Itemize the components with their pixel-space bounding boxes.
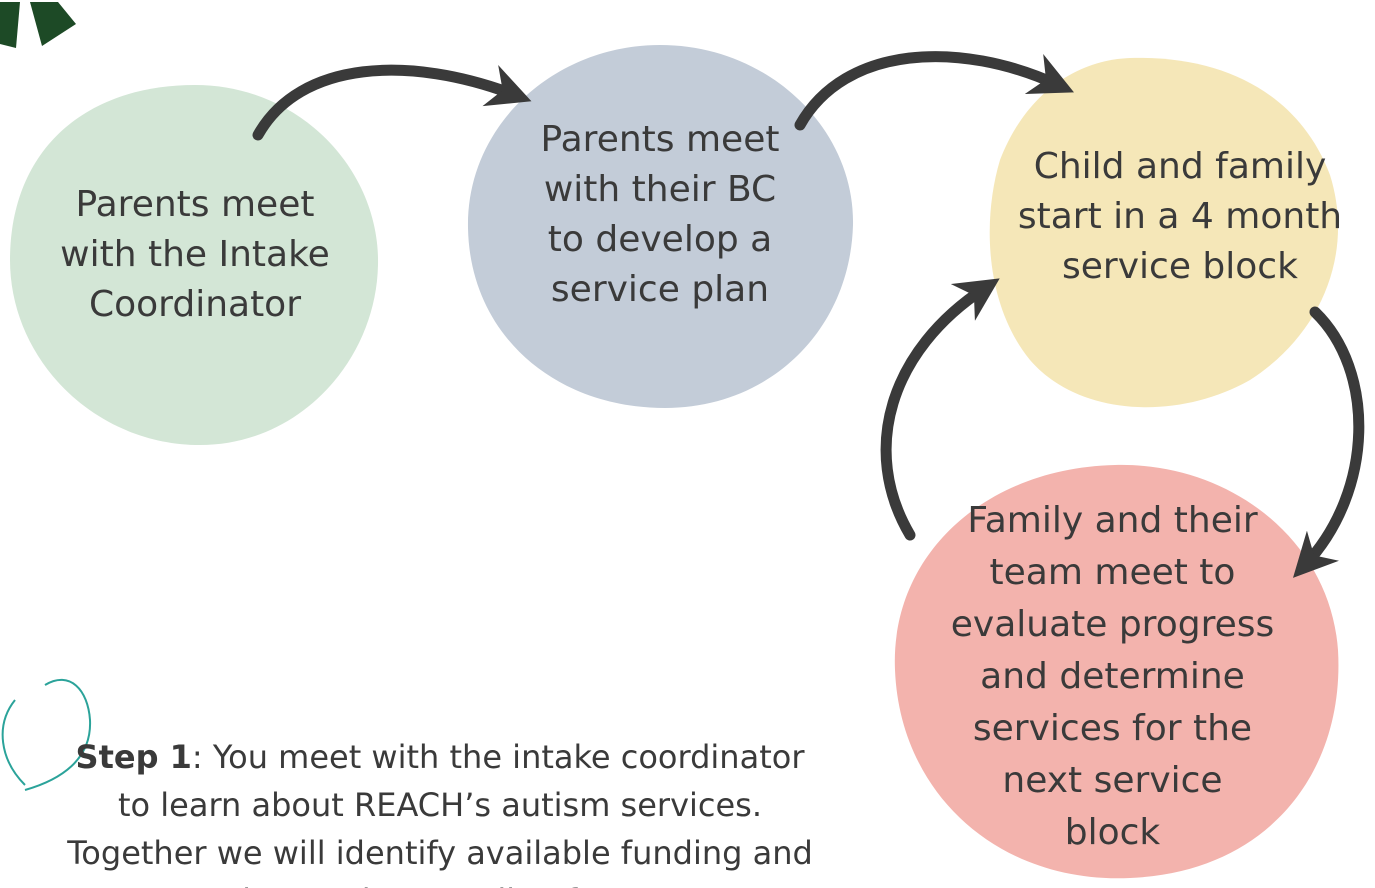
step-1-text: Parents meet with the Intake Coordinator [25, 180, 365, 330]
step-4-line: services for the [972, 708, 1253, 749]
step-1-blob [10, 85, 379, 445]
step-description-text: : You meet with the intake coordinator [191, 738, 805, 776]
step-4-line: next service [1002, 760, 1223, 801]
step-label: Step 1 [75, 738, 192, 776]
step-1-line: Coordinator [88, 284, 302, 325]
step-4-text: Family and their team meet to evaluate p… [935, 495, 1290, 859]
arrow-step2-to-step3 [794, 51, 1074, 131]
arrow-step3-to-step4 [1293, 306, 1365, 578]
step-3-text: Child and family start in a 4 month serv… [1000, 142, 1360, 292]
step-3-line: service block [1062, 246, 1298, 287]
step-2-blob [467, 45, 854, 408]
step-description: Step 1: You meet with the intake coordin… [20, 733, 860, 888]
step-1-line: with the Intake [60, 234, 330, 275]
logo-mark [0, 2, 76, 48]
step-4-line: and determine [980, 656, 1245, 697]
step-description-line: Together we will identify available fund… [67, 834, 813, 872]
step-description-line: Step 1: You meet with the intake coordin… [20, 733, 860, 781]
step-3-line: start in a 4 month [1017, 196, 1343, 237]
step-4-line: Family and their [967, 500, 1258, 541]
step-description-line: review Autism Funding for you. [20, 877, 860, 888]
step-4-line: evaluate progress [950, 604, 1275, 645]
step-3-blob [989, 57, 1339, 408]
step-2-line: with their BC [543, 169, 777, 210]
step-1-line: Parents meet [75, 184, 315, 225]
decorative-swirl-inner [1, 699, 26, 786]
step-4-line: team meet to [989, 552, 1236, 593]
step-4-blob [894, 464, 1339, 879]
step-2-line: service plan [550, 269, 770, 310]
step-description-line: to learn about REACH’s autism services. [117, 786, 763, 824]
step-3-line: Child and family [1033, 146, 1327, 187]
decorative-swirl [24, 679, 92, 791]
step-2-line: Parents meet [540, 119, 780, 160]
arrow-step1-to-step2 [252, 64, 532, 141]
step-2-text: Parents meet with their BC to develop a … [490, 115, 830, 315]
step-2-line: to develop a [547, 219, 773, 260]
arrow-step4-to-step3 [880, 278, 1000, 541]
step-4-line: block [1064, 812, 1161, 853]
